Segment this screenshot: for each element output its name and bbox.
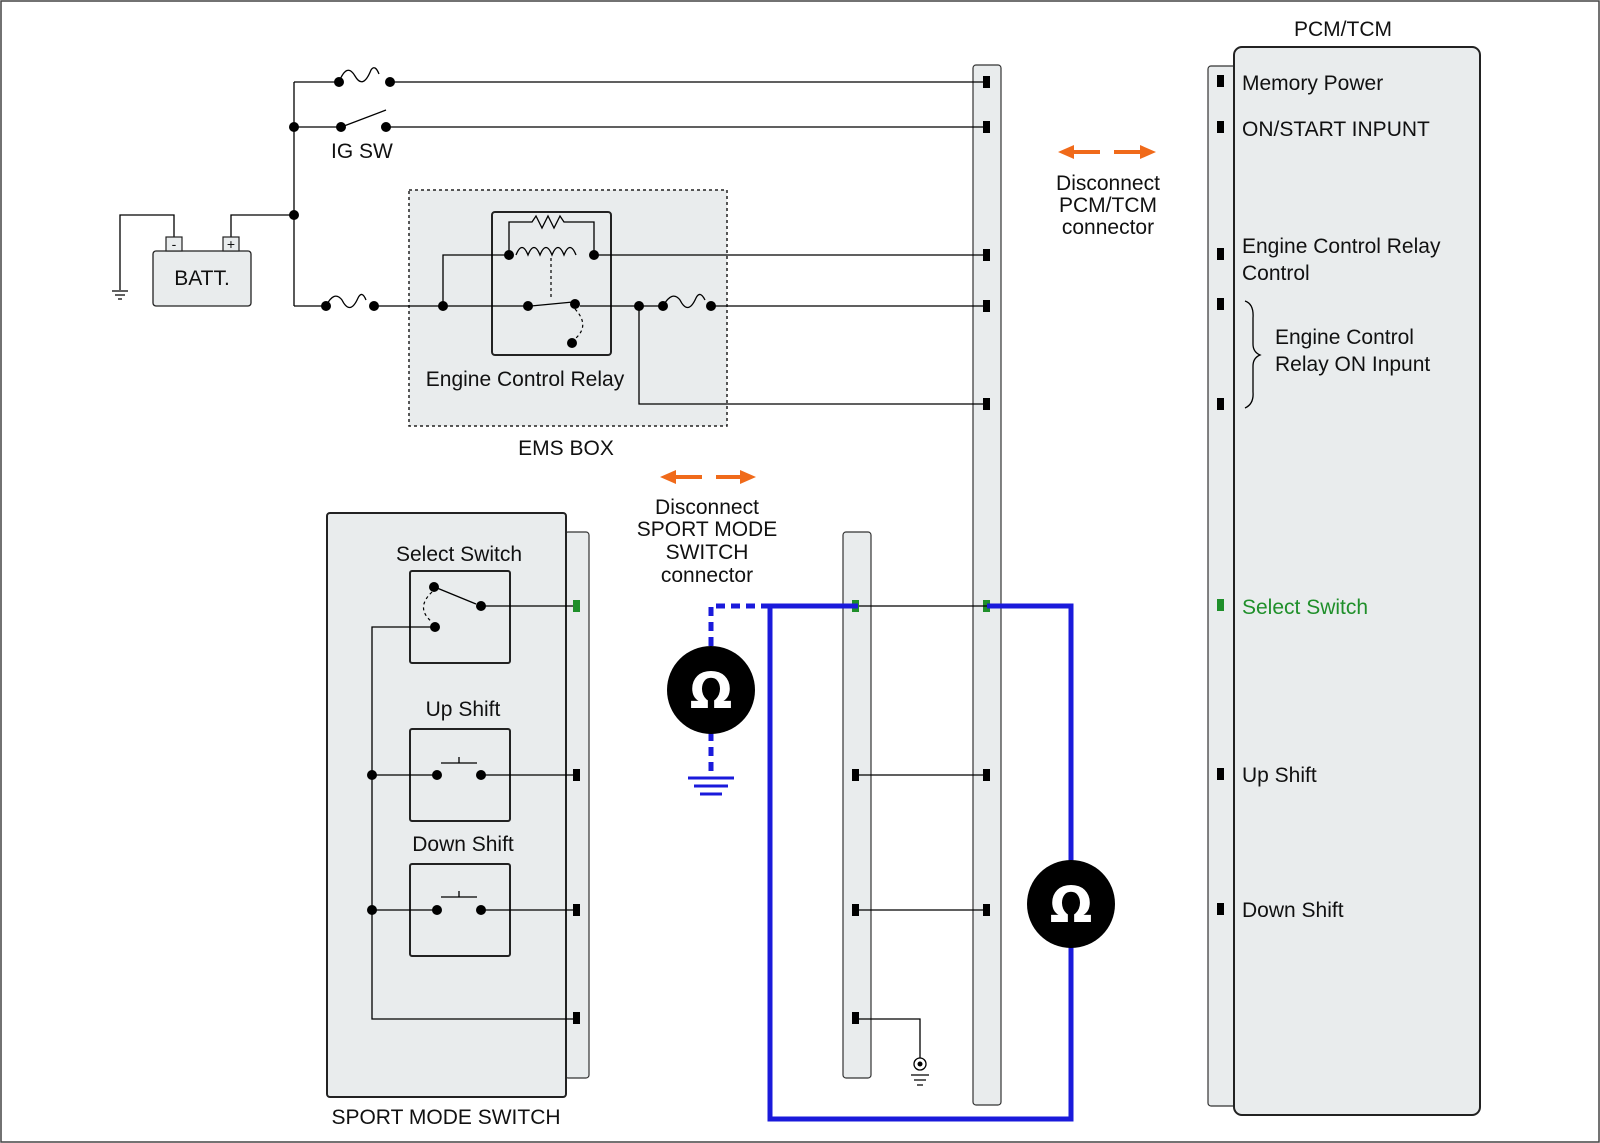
pcm-tcm-box — [1233, 46, 1481, 1116]
relay-contact-blade — [530, 301, 574, 307]
harness-pin-1 — [983, 76, 990, 88]
meas-ground-lead-top — [708, 603, 770, 648]
sport-mode-switch-label: SPORT MODE SWITCH — [331, 1106, 560, 1129]
batt-label: BATT. — [174, 267, 230, 290]
meas-ground-icon — [688, 776, 734, 796]
select-switch-swing — [422, 591, 433, 623]
disconnect-sport-line-2: SPORT MODE — [637, 518, 777, 541]
pcm-label-ecr-on-1: Engine Control — [1275, 326, 1414, 349]
ecr-on-wire-2 — [638, 306, 987, 405]
select-switch-blade — [436, 587, 477, 605]
harness-pin-2 — [983, 121, 990, 133]
relay-contact-swing — [574, 308, 584, 339]
harness2-pin-down — [852, 904, 859, 916]
disconnect-sport-line-4: connector — [661, 564, 753, 587]
batt-ground-icon — [112, 290, 128, 300]
relay-resistor — [508, 214, 595, 255]
measurement-wiring: Ω Ω — [667, 603, 1115, 1122]
down-shift-pushbutton — [441, 891, 477, 898]
ecr-on-brace — [1244, 300, 1262, 409]
pcm-pin-ecr-on-2 — [1217, 398, 1224, 410]
relay-feed-fuse — [325, 293, 367, 309]
batt-minus-sign: - — [172, 236, 177, 252]
select-switch-label: Select Switch — [396, 543, 522, 566]
switch-pin-up — [573, 769, 580, 781]
ohmmeter-2-symbol: Ω — [1050, 876, 1093, 934]
pcm-label-ecr-control-2: Control — [1242, 262, 1310, 285]
batt-plus-terminal — [222, 236, 240, 252]
pcm-harness-connector — [972, 64, 1002, 1106]
disconnect-sport-indicator: Disconnect SPORT MODE SWITCH connector — [637, 470, 777, 587]
harness2-pin-ground — [852, 1012, 859, 1024]
relay-coil — [515, 246, 577, 257]
ground-wire — [859, 1018, 921, 1058]
pcm-pin-ecr-control — [1217, 248, 1224, 260]
pcm-pin-select-switch — [1217, 599, 1224, 611]
up-shift-label: Up Shift — [426, 698, 501, 721]
pcm-connector-strip — [1207, 65, 1237, 1107]
battery — [152, 250, 252, 307]
pcm-tcm-title: PCM/TCM — [1294, 18, 1392, 41]
sport-switch-connector — [564, 531, 590, 1079]
disconnect-pcm-line-3: connector — [1062, 216, 1154, 239]
harness-pin-4 — [983, 300, 990, 312]
harness-pin-5 — [983, 398, 990, 410]
battery-circuit: IG SW - + BATT. — [112, 67, 987, 311]
relay-output-fuse — [662, 293, 706, 309]
ems-box-group: Engine Control Relay EMS BOX — [374, 189, 987, 460]
sport-mode-switch-group: SPORT MODE SWITCH Select Switch Up Shift… — [326, 512, 577, 1129]
relay-coil-feed — [442, 254, 509, 306]
disconnect-sport-line-1: Disconnect — [655, 496, 759, 519]
ohmmeter-1-icon — [667, 646, 755, 734]
memory-fuse — [338, 67, 380, 83]
up-shift-pushbutton — [441, 757, 477, 764]
harness-pin-3 — [983, 249, 990, 261]
pcm-label-on-start: ON/START INPUNT — [1242, 118, 1430, 141]
ig-sw-label: IG SW — [331, 140, 393, 163]
batt-minus-wire — [119, 214, 175, 290]
ohmmeter-2-icon — [1027, 860, 1115, 948]
down-shift-label: Down Shift — [412, 833, 514, 856]
disconnect-pcm-line-2: PCM/TCM — [1059, 194, 1157, 217]
pcm-pin-down-shift — [1217, 903, 1224, 915]
ems-box-label: EMS BOX — [518, 437, 614, 460]
pcm-label-ecr-control-1: Engine Control Relay — [1242, 235, 1441, 258]
ohmmeter-1-symbol: Ω — [690, 662, 733, 720]
pcm-pin-ecr-on-1 — [1217, 298, 1224, 310]
batt-plus-sign: + — [227, 236, 235, 252]
pcm-label-ecr-on-2: Relay ON Inpunt — [1275, 353, 1430, 376]
pcm-pin-up-shift — [1217, 768, 1224, 780]
ig-switch-blade — [343, 109, 387, 127]
switch-common-wire — [371, 626, 577, 1020]
batt-plus-wire — [230, 214, 294, 237]
switch-pin-select — [573, 600, 580, 612]
pcm-pin-memory-power — [1217, 75, 1224, 87]
meas-loop-top — [987, 603, 1074, 862]
pcm-pin-on-start — [1217, 121, 1224, 133]
switch-pin-down — [573, 904, 580, 916]
disconnect-pcm-line-1: Disconnect — [1056, 172, 1160, 195]
meas-loop — [767, 606, 1074, 1122]
batt-minus-terminal — [165, 236, 183, 252]
sport-harness-connector — [842, 531, 872, 1079]
engine-control-relay-label: Engine Control Relay — [426, 368, 625, 391]
pcm-label-up-shift: Up Shift — [1242, 764, 1317, 787]
pcm-label-select-switch: Select Switch — [1242, 596, 1368, 619]
harness2-pin-up — [852, 769, 859, 781]
switch-pin-ground — [573, 1012, 580, 1024]
select-switch-body — [409, 570, 511, 664]
pcm-label-memory-power: Memory Power — [1242, 72, 1383, 95]
disconnect-sport-line-3: SWITCH — [666, 541, 749, 564]
disconnect-pcm-indicator: Disconnect PCM/TCM connector — [1056, 145, 1160, 239]
pcm-label-down-shift: Down Shift — [1242, 899, 1344, 922]
chassis-ground-icon — [911, 1074, 929, 1086]
pcm-tcm-module: PCM/TCM Memory Power ON/START INPUNT Eng… — [1207, 18, 1481, 1116]
